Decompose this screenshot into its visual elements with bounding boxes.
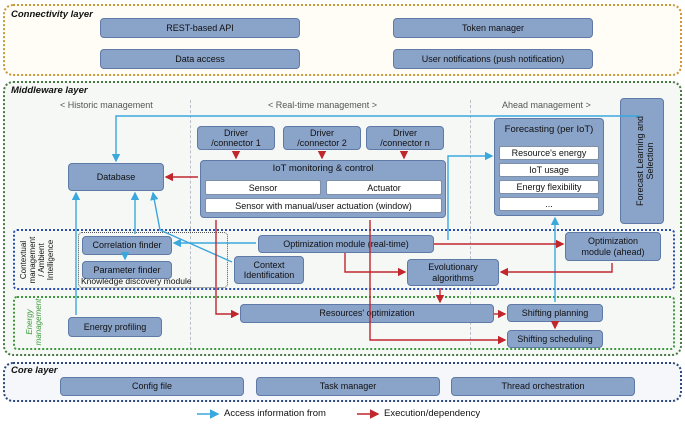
contextual-management-area <box>13 229 675 290</box>
divider-historic <box>190 100 191 350</box>
core-layer-title: Core layer <box>11 365 58 376</box>
data-access-box: Data access <box>100 49 300 69</box>
header-realtime: < Real-time management > <box>268 100 378 110</box>
connectivity-layer-title: Connectivity layer <box>11 9 93 20</box>
blue-arrow-context-database <box>150 191 233 263</box>
shifting-scheduling-box: Shifting scheduling <box>507 330 603 348</box>
resources-optimization-box: Resources' optimization <box>240 304 494 323</box>
red-arrow-ahead-evolutionary <box>499 263 613 277</box>
iot-monitoring-title: IoT monitoring & control <box>272 163 374 174</box>
divider-ahead <box>470 100 471 350</box>
forecasting-title: Forecasting (per IoT) <box>504 124 594 135</box>
legend-access-label: Access information from <box>224 408 326 419</box>
sensor-box: Sensor <box>205 180 321 195</box>
header-ahead: Ahead management > <box>502 100 591 110</box>
task-manager-box: Task manager <box>256 377 440 396</box>
driver-connector-2: Driver /connector 2 <box>283 126 361 150</box>
optimization-ahead-box: Optimization module (ahead) <box>565 232 661 261</box>
header-historic: < Historic management <box>60 100 153 110</box>
forecast-iot-usage: IoT usage <box>499 163 599 177</box>
blue-arrow-forecast-iot <box>447 151 494 240</box>
forecast-energy-flexibility: Energy flexibility <box>499 180 599 194</box>
driver-connector-n: Driver /connector n <box>366 126 444 150</box>
correlation-finder-box: Correlation finder <box>82 236 172 255</box>
context-identification-box: Context Identification <box>234 256 304 284</box>
red-arrow-opt-evolutionary <box>344 253 407 277</box>
energy-profiling-box: Energy profiling <box>68 317 162 337</box>
red-arrow-iot-resources <box>215 220 240 319</box>
actuator-box: Actuator <box>326 180 442 195</box>
database-box: Database <box>68 163 164 191</box>
evolutionary-algorithms-box: Evolutionary algorithms <box>407 259 499 286</box>
parameter-finder-box: Parameter finder <box>82 261 172 279</box>
driver-connector-1: Driver /connector 1 <box>197 126 275 150</box>
rest-api-box: REST-based API <box>100 18 300 38</box>
knowledge-discovery-label: Knowledge discovery module <box>81 276 192 286</box>
user-notifications-box: User notifications (push notification) <box>393 49 593 69</box>
blue-arrow-database-forecast <box>111 115 640 163</box>
forecast-more: ... <box>499 197 599 211</box>
legend-execution-label: Execution/dependency <box>384 408 481 419</box>
red-arrow-scheduling <box>369 220 507 345</box>
thread-orchestration-box: Thread orchestration <box>451 377 635 396</box>
forecast-resource-energy: Resource's energy <box>499 146 599 160</box>
forecast-learning-box <box>620 98 664 224</box>
sensor-manual-box: Sensor with manual/user actuation (windo… <box>205 198 442 213</box>
energy-management-area <box>13 296 675 350</box>
optimization-realtime-box: Optimization module (real-time) <box>258 235 434 253</box>
middleware-layer-title: Middleware layer <box>11 85 88 96</box>
config-file-box: Config file <box>60 377 244 396</box>
token-manager-box: Token manager <box>393 18 593 38</box>
